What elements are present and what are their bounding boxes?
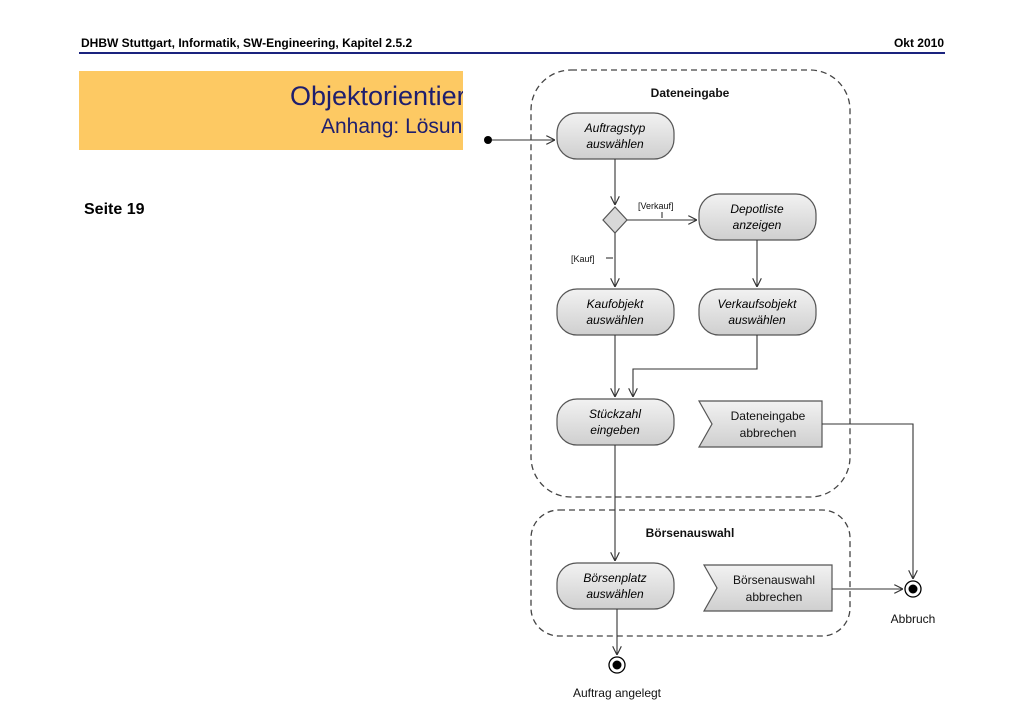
region-exchange-label: Börsenauswahl (646, 526, 735, 540)
final-node-abort (904, 580, 922, 598)
svg-text:auswählen: auswählen (728, 313, 786, 327)
signal-cancel-exchange: Börsenauswahl abbrechen (702, 564, 833, 612)
region-exchange (530, 509, 851, 637)
header-rule (79, 52, 945, 54)
action-sell-object: Verkaufsobjekt auswählen (698, 288, 817, 336)
final-abort-label: Abbruch (891, 612, 936, 626)
svg-text:Auftragstyp: Auftragstyp (584, 121, 646, 135)
action-depot-list: Depotliste anzeigen (698, 193, 817, 241)
signal-cancel-entry: Dateneingabe abbrechen (697, 400, 823, 448)
final-node-order-created (608, 656, 626, 674)
action-exchange-place: Börsenplatz auswählen (556, 562, 675, 610)
flow-sell-to-quantity (633, 335, 758, 397)
svg-text:Börsenauswahl: Börsenauswahl (733, 573, 815, 587)
region-data-entry (530, 69, 851, 498)
guard-buy: [Kauf] (571, 254, 595, 264)
svg-text:eingeben: eingeben (590, 423, 640, 437)
svg-text:abbrechen: abbrechen (740, 426, 797, 440)
svg-text:Kaufobjekt: Kaufobjekt (587, 297, 644, 311)
region-data-entry-label: Dateneingabe (651, 86, 730, 100)
slide-title: Objektorientierte Analyse (290, 81, 469, 111)
title-band: Objektorientierte Analyse Anhang: Lösung… (79, 71, 469, 150)
svg-text:abbrechen: abbrechen (746, 590, 803, 604)
svg-text:anzeigen: anzeigen (733, 218, 782, 232)
svg-text:Verkaufsobjekt: Verkaufsobjekt (718, 297, 798, 311)
flow-cancel-entry-to-abort (822, 423, 913, 579)
svg-text:Börsenplatz: Börsenplatz (583, 571, 646, 585)
svg-text:Dateneingabe: Dateneingabe (731, 409, 806, 423)
svg-text:Depotliste: Depotliste (730, 202, 784, 216)
svg-text:auswählen: auswählen (586, 137, 644, 151)
slide-subtitle: Anhang: Lösungen (321, 115, 469, 138)
svg-text:auswählen: auswählen (586, 313, 644, 327)
header-left: DHBW Stuttgart, Informatik, SW-Engineeri… (81, 36, 413, 50)
svg-text:Stückzahl: Stückzahl (589, 407, 641, 421)
initial-node (484, 136, 492, 144)
page-label: Seite 19 (84, 201, 145, 218)
action-quantity: Stückzahl eingeben (556, 398, 675, 446)
guard-sell: [Verkauf] (638, 201, 674, 211)
action-buy-object: Kaufobjekt auswählen (556, 288, 675, 336)
final-order-created-label: Auftrag angelegt (573, 686, 662, 700)
svg-text:auswählen: auswählen (586, 587, 644, 601)
header-right: Okt 2010 (893, 36, 944, 50)
action-order-type: Auftragstyp auswählen (556, 112, 675, 160)
